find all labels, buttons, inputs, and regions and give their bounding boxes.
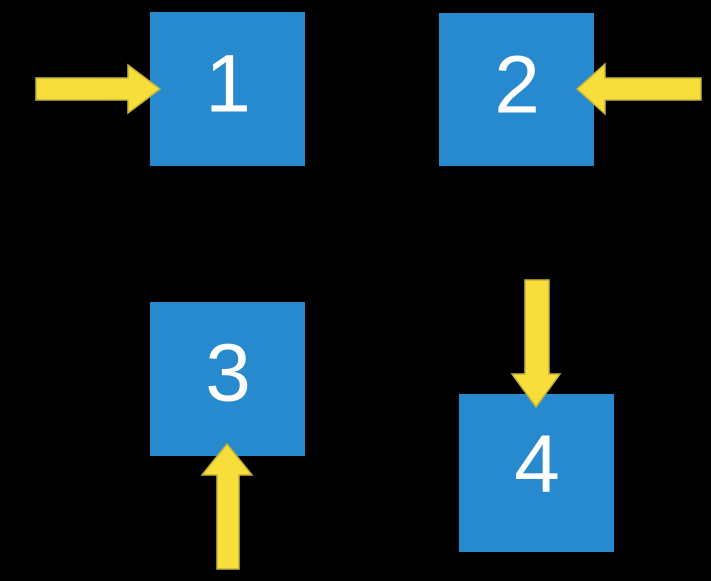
square-2-label: 2: [494, 40, 540, 131]
square-3-label: 3: [205, 328, 251, 419]
square-3[interactable]: [150, 302, 305, 456]
arrow-right-icon: [35, 63, 162, 115]
square-1[interactable]: [150, 12, 305, 166]
square-2[interactable]: [439, 13, 594, 166]
arrow-down-icon: [510, 279, 562, 409]
arrow-left-icon: [575, 62, 702, 116]
square-4[interactable]: [459, 394, 614, 552]
arrow-up-icon: [200, 442, 254, 570]
square-4-label: 4: [514, 419, 560, 510]
square-1-label: 1: [205, 39, 251, 130]
